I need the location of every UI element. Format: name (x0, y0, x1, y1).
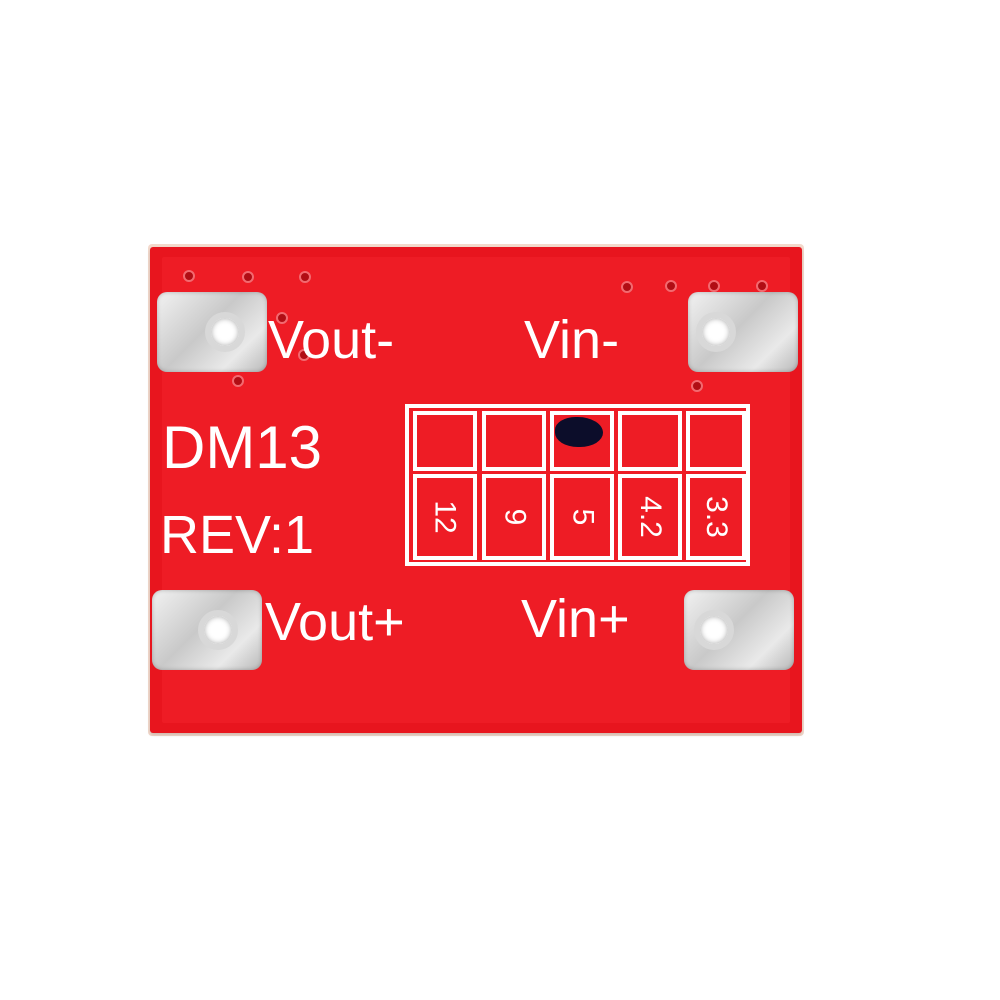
jumper-pad-5 (550, 411, 614, 471)
solder-bridge-marker (555, 417, 603, 447)
jumper-pad-4-2 (618, 411, 682, 471)
via (708, 280, 720, 292)
voltage-option-label: 5 (566, 508, 599, 526)
terminal-label-vin-minus: Vin- (524, 310, 620, 370)
voltage-option-label: 12 (429, 500, 462, 534)
terminal-label-vout-minus: Vout- (268, 310, 395, 370)
via (621, 281, 633, 293)
voltage-option-5: 5 (550, 474, 614, 560)
via (242, 271, 254, 283)
via (756, 280, 768, 292)
via (298, 349, 310, 361)
voltage-option-3-3: 3.3 (686, 474, 746, 560)
board-revision-label: REV:1 (160, 505, 315, 565)
mounting-hole (694, 610, 734, 650)
voltage-option-label: 4.2 (634, 496, 667, 538)
voltage-option-4-2: 4.2 (618, 474, 682, 560)
via (232, 375, 244, 387)
terminal-label-vin-plus: Vin+ (521, 589, 630, 649)
board-model-label: DM13 (162, 414, 323, 481)
jumper-pad-9 (482, 411, 546, 471)
voltage-option-label: 9 (498, 508, 531, 526)
jumper-pad-12 (413, 411, 477, 471)
pad-vout-plus (152, 590, 262, 670)
mounting-hole (696, 312, 736, 352)
via (183, 270, 195, 282)
via (691, 380, 703, 392)
mounting-hole (205, 312, 245, 352)
jumper-pad-3-3 (686, 411, 746, 471)
voltage-option-12: 12 (413, 474, 477, 560)
via (299, 271, 311, 283)
voltage-selector-grid (405, 404, 750, 566)
via (665, 280, 677, 292)
pad-vin-minus (688, 292, 798, 372)
pad-vin-plus (684, 590, 794, 670)
voltage-option-9: 9 (482, 474, 546, 560)
mounting-hole (198, 610, 238, 650)
terminal-label-vout-plus: Vout+ (265, 592, 405, 652)
voltage-option-label: 3.3 (700, 496, 733, 538)
pad-vout-minus (157, 292, 267, 372)
via (276, 312, 288, 324)
